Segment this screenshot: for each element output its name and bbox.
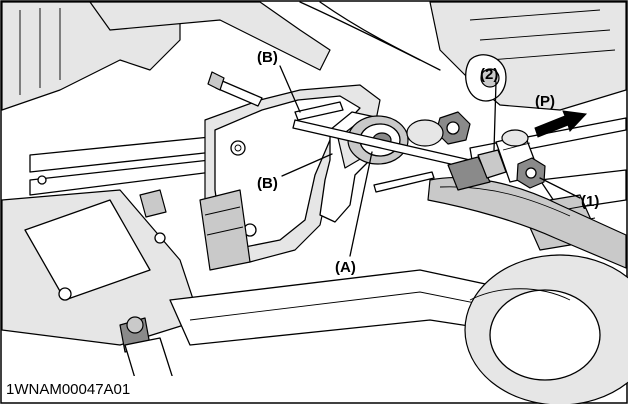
figure-id: 1WNAM00047A01 [6, 381, 130, 398]
cable-assembly [292, 117, 627, 269]
callout-p: (P) [535, 93, 555, 110]
callout-labels: (B) (B) (A) (2) (P) (1) [257, 49, 599, 276]
callout-b-top: (B) [257, 49, 278, 66]
callout-b-left: (B) [257, 175, 278, 192]
leader-lines [279, 65, 581, 257]
callout-a: (A) [335, 259, 356, 276]
callout-1: (1) [581, 193, 599, 210]
pull-direction-arrow [534, 110, 588, 138]
callout-2: (2) [480, 66, 498, 83]
